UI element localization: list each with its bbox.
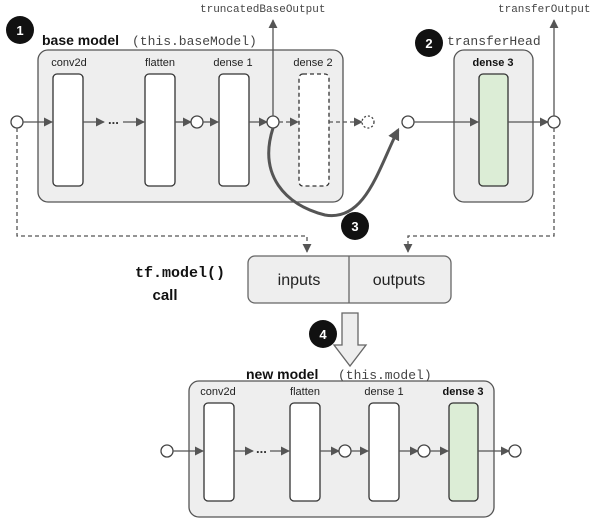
transfer-head-layer-label: dense 3 [473,57,514,69]
head-output-node [547,115,561,129]
base-layer-label-dense1: dense 1 [213,57,252,69]
base-node-flatten [190,115,204,129]
new-node-dense1 [417,444,431,458]
step-3-badge [341,212,369,240]
step-3-number: 3 [351,219,358,234]
base-model-title: base model [42,32,119,48]
reconnect-curve [267,127,400,218]
new-layer-dense1 [368,402,400,502]
transfer-head-title: transferHead [447,34,541,49]
head-input-node [401,115,415,129]
step-2-badge [415,29,443,57]
new-model-title: new model [246,366,318,382]
new-layer-label-conv2d: conv2d [200,386,235,398]
call-inputs: inputs [278,272,321,289]
new-output-node [508,444,522,458]
new-layer-flatten [289,402,321,502]
new-layer-label-dense1: dense 1 [364,386,403,398]
base-layer-dense1 [218,73,250,187]
new-layer-label-flatten: flatten [290,386,320,398]
new-layer-conv2d [203,402,235,502]
new-layer-dense3 [448,402,479,502]
call-code: tf.model() [135,265,225,282]
base-model-code: (this.baseModel) [132,34,257,49]
transfer-head-layer-dense3 [478,73,509,187]
new-node-flatten [338,444,352,458]
base-layer-conv2d [52,73,84,187]
base-input-node [10,115,24,129]
base-layer-label-conv2d: conv2d [51,57,86,69]
new-ellipsis: ... [256,441,267,456]
base-node-dense1 [266,115,280,129]
truncated-output-label: truncatedBaseOutput [200,4,325,16]
new-input-node [160,444,174,458]
step-4-number: 4 [319,327,327,342]
base-model-box [37,49,344,203]
base-ellipsis: ... [108,112,119,127]
base-layer-dense2 [298,73,330,187]
step-4-badge [309,320,337,348]
step-2-number: 2 [425,36,432,51]
step-1-number: 1 [16,23,23,38]
new-model-code: (this.model) [338,368,432,383]
base-layer-flatten [144,73,176,187]
output-route-dashed [403,128,555,253]
transfer-output-label: transferOutput [498,4,590,16]
step-1-badge [6,16,34,44]
call-label: call [152,287,177,304]
base-output-node-removed [361,115,375,129]
call-outputs: outputs [373,272,425,289]
base-layer-label-dense2: dense 2 [293,57,332,69]
input-route-dashed [16,128,312,253]
new-layer-label-dense3: dense 3 [443,386,484,398]
down-arrow [332,312,368,368]
base-layer-label-flatten: flatten [145,57,175,69]
